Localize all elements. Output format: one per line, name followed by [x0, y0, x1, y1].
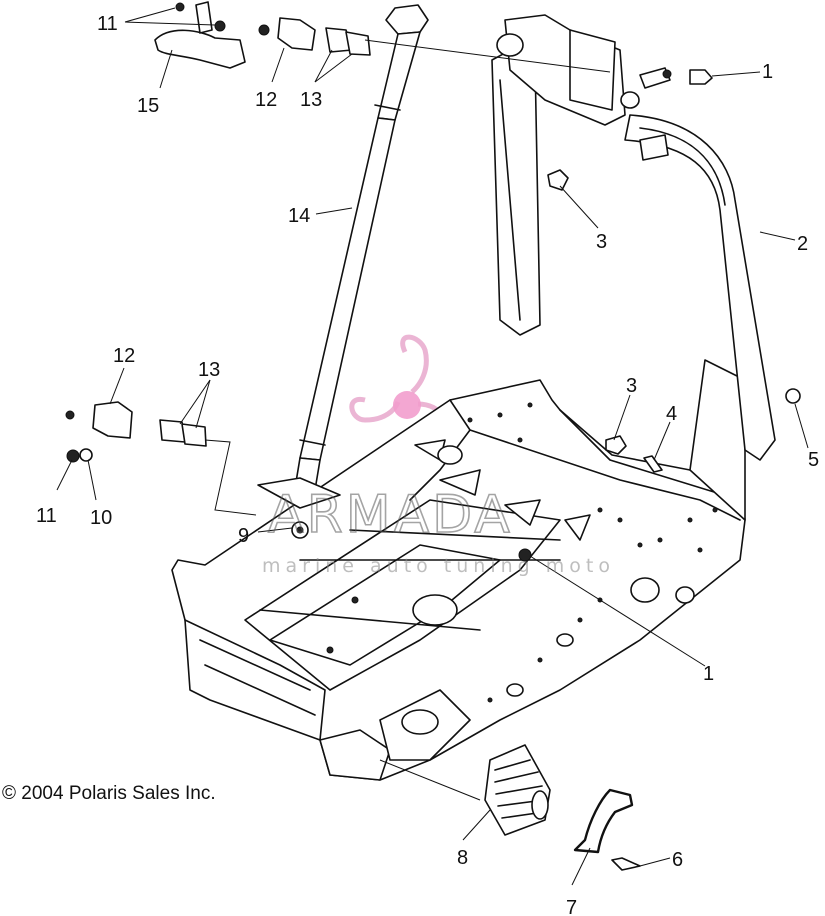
nut-part-5: [785, 388, 801, 404]
callout-10: 10: [90, 507, 112, 529]
steering-column-part-14: [257, 4, 429, 509]
clamp-part-13-left: [159, 419, 207, 447]
callout-11-left: 11: [36, 505, 57, 527]
callout-1-top: 1: [762, 61, 773, 83]
callout-15: 15: [137, 95, 159, 117]
callout-3-top: 3: [596, 231, 607, 253]
clip-part-3-mid: [605, 435, 627, 455]
boot-part-8: [484, 744, 551, 836]
strap-part-7: [573, 788, 634, 854]
callout-1-mid: 1: [703, 663, 714, 685]
callout-6: 6: [672, 849, 683, 871]
clip-part-3-top: [547, 169, 569, 191]
clamp-part-12-top: [258, 17, 316, 51]
screw-part-6: [611, 857, 641, 871]
main-frame: [171, 359, 746, 781]
callout-2: 2: [797, 233, 808, 255]
callout-13-top: 13: [300, 89, 322, 111]
callout-9: 9: [238, 525, 249, 547]
watermark-brand: ARMADA: [268, 485, 513, 545]
leader-lines: [56, 7, 809, 886]
bolt-part-4: [643, 455, 663, 473]
callout-5: 5: [808, 449, 819, 471]
bracket-part-15: [154, 1, 246, 69]
callout-4: 4: [666, 403, 677, 425]
callout-14: 14: [288, 205, 310, 227]
bolt-part-1-top: [689, 69, 713, 85]
callout-11-top: 11: [97, 13, 118, 35]
callout-8: 8: [457, 847, 468, 869]
nut-part-11-left: [66, 449, 80, 463]
washer-part-10: [79, 448, 93, 462]
watermark-tagline: marine auto tuning moto: [262, 555, 615, 577]
clamp-part-13-top: [325, 27, 371, 56]
copyright-text: © 2004 Polaris Sales Inc.: [2, 783, 216, 804]
clamp-part-12-left: [65, 401, 133, 439]
callout-12-top: 12: [255, 89, 277, 111]
callout-labels: 11 15 12 13 1 14 3 2 12 13 3 4 5 11 10 9…: [36, 13, 819, 916]
callout-13-left: 13: [198, 359, 220, 381]
callout-3-mid: 3: [626, 375, 637, 397]
callout-7: 7: [566, 897, 577, 916]
callout-12-left: 12: [113, 345, 135, 367]
